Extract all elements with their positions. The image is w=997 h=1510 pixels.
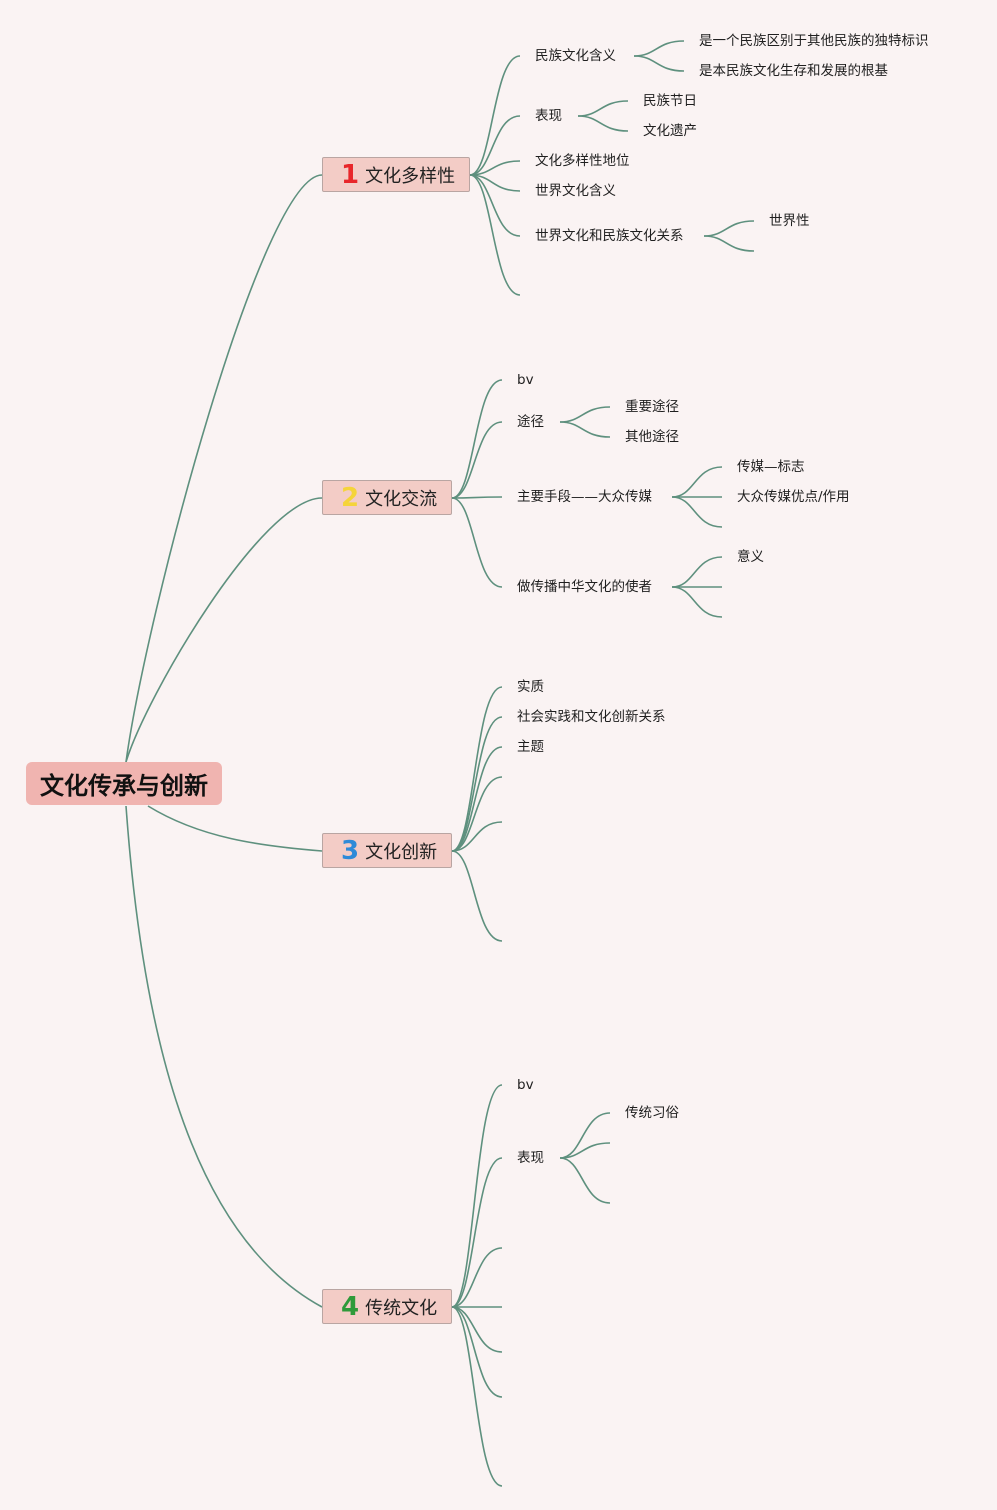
connector-2-4: [451, 497, 503, 588]
subtopic-2-3[interactable]: 主要手段——大众传媒: [517, 489, 652, 505]
connector-1-2: [469, 115, 521, 176]
connector-3-4: [451, 776, 503, 852]
subtopic-2-1[interactable]: bv: [517, 372, 534, 388]
leaf-2-2-2[interactable]: 其他途径: [625, 429, 679, 445]
connector-2-4-1: [671, 556, 723, 588]
connector-3-3: [451, 746, 503, 852]
connector-4-2-2: [559, 1142, 611, 1159]
leaf-1-1-2[interactable]: 是本民族文化生存和发展的根基: [699, 63, 888, 79]
connector-4-1: [451, 1084, 503, 1308]
leaf-2-3-2[interactable]: 大众传媒优点/作用: [737, 489, 850, 505]
subtopic-3-3[interactable]: 主题: [517, 739, 544, 755]
connector-2-2-1: [559, 406, 611, 423]
root-topic[interactable]: 文化传承与创新: [26, 762, 222, 805]
connector-1-6: [469, 174, 521, 296]
subtopic-1-1[interactable]: 民族文化含义: [535, 48, 616, 64]
connector-1-4: [469, 174, 521, 192]
leaf-4-2-1[interactable]: 传统习俗: [625, 1105, 679, 1121]
connector-1-1-2: [633, 55, 685, 72]
subtopic-1-3[interactable]: 文化多样性地位: [535, 153, 630, 169]
subtopic-2-2[interactable]: 途径: [517, 414, 544, 430]
connector-root-topic-1: [125, 174, 323, 763]
topic-4[interactable]: 4 传统文化: [322, 1289, 452, 1324]
subtopic-4-2[interactable]: 表现: [517, 1150, 544, 1166]
connector-root-topic-2: [125, 497, 323, 763]
connector-1-5: [469, 174, 521, 237]
connector-4-2-1: [559, 1112, 611, 1159]
topic-number-3: 3: [341, 835, 360, 866]
topic-number-1: 1: [341, 159, 360, 190]
subtopic-4-1[interactable]: bv: [517, 1077, 534, 1093]
connector-2-3: [451, 496, 503, 499]
connector-4-6: [451, 1306, 503, 1398]
topic-1[interactable]: 1 文化多样性: [322, 157, 470, 192]
leaf-1-5-1[interactable]: 世界性: [769, 213, 810, 229]
topic-label-1: 文化多样性: [365, 165, 456, 187]
subtopic-3-1[interactable]: 实质: [517, 679, 544, 695]
connector-1-1: [469, 55, 521, 176]
connector-2-4-3: [671, 586, 723, 618]
leaf-2-3-1[interactable]: 传媒—标志: [737, 459, 805, 475]
subtopic-1-4[interactable]: 世界文化含义: [535, 183, 616, 199]
subtopic-2-4[interactable]: 做传播中华文化的使者: [517, 579, 652, 595]
connector-2-3-3: [671, 496, 723, 528]
root-topic-label: 文化传承与创新: [40, 772, 208, 800]
connector-1-1-1: [633, 40, 685, 57]
connector-root-topic-4: [125, 805, 323, 1308]
leaf-2-2-1[interactable]: 重要途径: [625, 399, 679, 415]
connector-1-5-1: [703, 220, 755, 237]
connector-4-7: [451, 1306, 503, 1487]
connector-4-5: [451, 1306, 503, 1353]
connector-4-2: [451, 1157, 503, 1308]
connector-2-1: [451, 379, 503, 499]
connector-2-2-2: [559, 421, 611, 438]
connector-2-3-1: [671, 466, 723, 498]
subtopic-3-2[interactable]: 社会实践和文化创新关系: [517, 709, 666, 725]
leaf-1-1-1[interactable]: 是一个民族区别于其他民族的独特标识: [699, 33, 929, 49]
topic-label-2: 文化交流: [365, 488, 438, 510]
connector-4-2-3: [559, 1157, 611, 1204]
topic-2[interactable]: 2 文化交流: [322, 480, 452, 515]
connector-4-3: [451, 1247, 503, 1308]
connector-3-6: [451, 850, 503, 942]
connector-1-5-2: [703, 235, 755, 252]
connector-2-2: [451, 421, 503, 499]
connector-1-2-1: [577, 100, 629, 117]
topic-number-2: 2: [341, 482, 360, 513]
subtopic-1-5[interactable]: 世界文化和民族文化关系: [535, 228, 684, 244]
topic-number-4: 4: [341, 1291, 360, 1322]
leaf-1-2-2[interactable]: 文化遗产: [643, 123, 697, 139]
connector-3-2: [451, 716, 503, 852]
connector-1-2-2: [577, 115, 629, 132]
connector-3-5: [451, 821, 503, 852]
connector-3-1: [451, 686, 503, 852]
leaf-2-4-1[interactable]: 意义: [737, 549, 764, 565]
topic-label-4: 传统文化: [365, 1297, 438, 1319]
leaf-1-2-1[interactable]: 民族节日: [643, 93, 697, 109]
topic-3[interactable]: 3 文化创新: [322, 833, 452, 868]
connector-root-topic-3: [147, 805, 323, 852]
subtopic-1-2[interactable]: 表现: [535, 108, 562, 124]
topic-label-3: 文化创新: [365, 841, 438, 863]
